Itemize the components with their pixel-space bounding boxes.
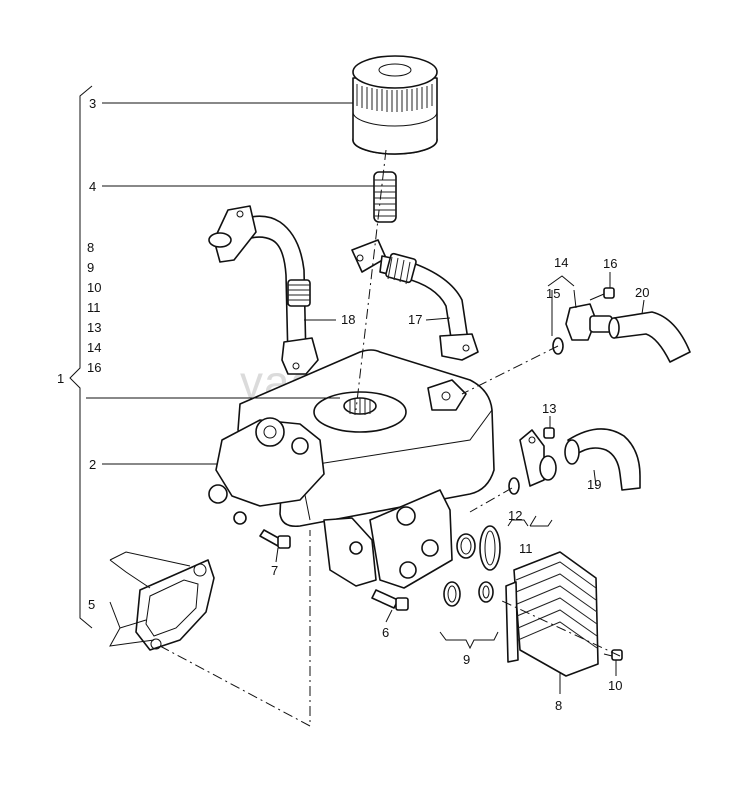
leader-lines	[86, 102, 645, 694]
callout-11: 11	[519, 541, 533, 556]
group-list-item: 16	[87, 360, 101, 375]
group-list-item: 10	[87, 280, 101, 295]
oil-cooler-part-8	[505, 551, 599, 677]
group-list-item: 11	[87, 300, 101, 315]
pipe-part-17	[351, 239, 479, 361]
callout-12: 12	[508, 508, 522, 523]
hose-part-20	[608, 311, 691, 363]
callout-15: 15	[546, 286, 560, 301]
bolt-part-7	[259, 529, 291, 549]
bolt-part-6	[371, 589, 409, 611]
callout-6: 6	[382, 625, 389, 640]
o-rings-part-9	[443, 525, 501, 607]
callouts: 3 4 8 9 10 11 13 14 16 1 2 5 18 17 7 6 9…	[57, 96, 649, 713]
assembly-axes	[159, 149, 621, 727]
coolant-pipe-part-18	[208, 205, 319, 375]
callout-19: 19	[587, 477, 601, 492]
gasket-part-5	[135, 559, 215, 651]
callout-5: 5	[88, 597, 95, 612]
callout-20: 20	[635, 285, 649, 300]
callout-13: 13	[542, 401, 556, 416]
coolant-hose-part-19	[564, 428, 641, 491]
connector-part-14	[552, 303, 613, 355]
oil-filter-part-3	[352, 55, 438, 155]
callout-9: 9	[463, 652, 470, 667]
callout-10: 10	[608, 678, 622, 693]
callout-16: 16	[603, 256, 617, 271]
group-list-item: 13	[87, 320, 101, 335]
filter-housing-part-2	[208, 349, 495, 589]
callout-1: 1	[57, 371, 64, 386]
group-list-item: 9	[87, 260, 94, 275]
group-list-item: 8	[87, 240, 94, 255]
callout-8: 8	[555, 698, 562, 713]
callout-18: 18	[341, 312, 355, 327]
bolt-part-10	[603, 649, 623, 661]
callout-3: 3	[89, 96, 96, 111]
spring-part-4	[373, 171, 397, 223]
group-list-item: 14	[87, 340, 101, 355]
group-brace-1	[69, 85, 93, 629]
callout-7: 7	[271, 563, 278, 578]
callout-2: 2	[89, 457, 96, 472]
callout-17: 17	[408, 312, 422, 327]
bolt-part-16	[589, 287, 615, 301]
connector-part-12	[508, 429, 557, 495]
bolt-part-13	[543, 427, 555, 439]
callout-4: 4	[89, 179, 96, 194]
callout-14: 14	[554, 255, 568, 270]
